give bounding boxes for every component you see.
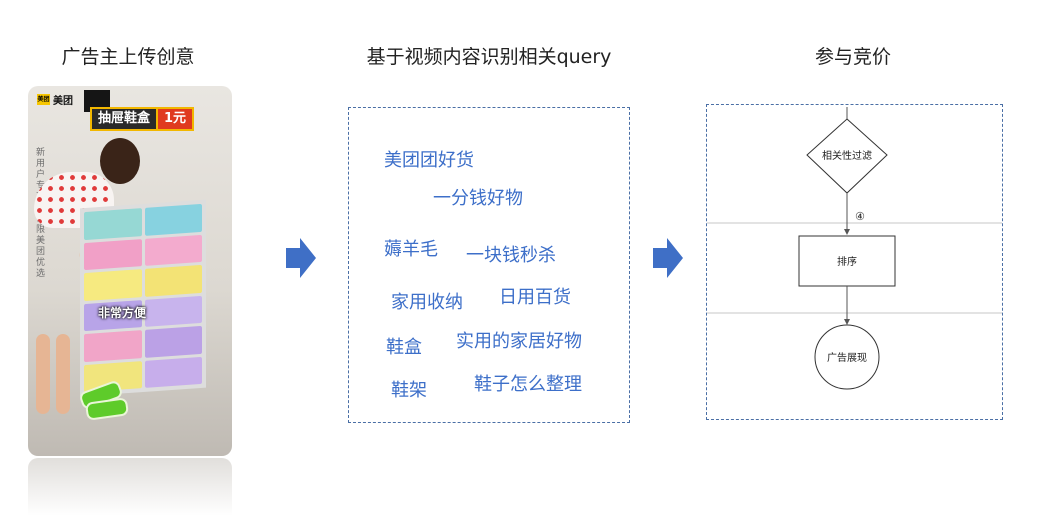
process-label: 排序 — [837, 255, 857, 268]
query-keyword: 鞋架 — [391, 380, 427, 401]
upload-creative-heading: 广告主上传创意 — [61, 46, 195, 68]
brand-badge: 美团 美团 — [37, 92, 77, 107]
right-arrow-icon — [653, 238, 683, 278]
query-keyword: 薅羊毛 — [384, 239, 438, 260]
query-keyword: 一分钱好物 — [433, 188, 523, 209]
ad-creative-image: 美团 美团 抽屉鞋盒 1元 新用户专享价仅限美团优选 非常方便 — [28, 86, 232, 456]
brand-logo-icon: 美团 — [37, 93, 50, 105]
banner-price: 1元 — [156, 107, 195, 131]
banner-product-name: 抽屉鞋盒 — [90, 107, 157, 131]
person-leg — [56, 334, 70, 414]
identify-query-heading: 基于视频内容识别相关query — [366, 46, 612, 68]
promo-banner: 抽屉鞋盒 1元 — [90, 107, 195, 131]
bidding-flowchart: 相关性过滤 ④ 排序 广告展现 — [706, 104, 1003, 420]
person-leg — [36, 334, 50, 414]
right-arrow-icon — [286, 238, 316, 278]
query-keyword: 家用收纳 — [391, 292, 463, 313]
arrowhead — [844, 229, 850, 235]
query-keyword: 美团团好货 — [384, 150, 474, 171]
shoe-box-shelf — [80, 199, 206, 397]
bidding-heading: 参与竞价 — [814, 46, 892, 68]
query-keyword: 实用的家居好物 — [456, 331, 582, 352]
decision-label: 相关性过滤 — [822, 149, 872, 162]
terminal-circle — [814, 324, 880, 390]
query-keyword-box: 美团团好货 一分钱好物 薅羊毛 一块钱秒杀 家用收纳 日用百货 鞋盒 实用的家居… — [348, 107, 630, 423]
creative-caption: 非常方便 — [98, 306, 147, 320]
person-head — [100, 138, 140, 184]
query-keyword: 鞋盒 — [386, 337, 422, 358]
brand-name: 美团 — [53, 95, 73, 107]
query-keyword: 一块钱秒杀 — [466, 245, 556, 266]
arrowhead — [844, 319, 850, 325]
video-overlay-block — [84, 90, 110, 112]
step-marker: ④ — [855, 210, 865, 223]
query-keyword: 鞋子怎么整理 — [474, 374, 582, 395]
terminal-label: 广告展现 — [827, 351, 867, 364]
query-keyword: 日用百货 — [499, 287, 571, 308]
image-reflection — [28, 458, 232, 516]
